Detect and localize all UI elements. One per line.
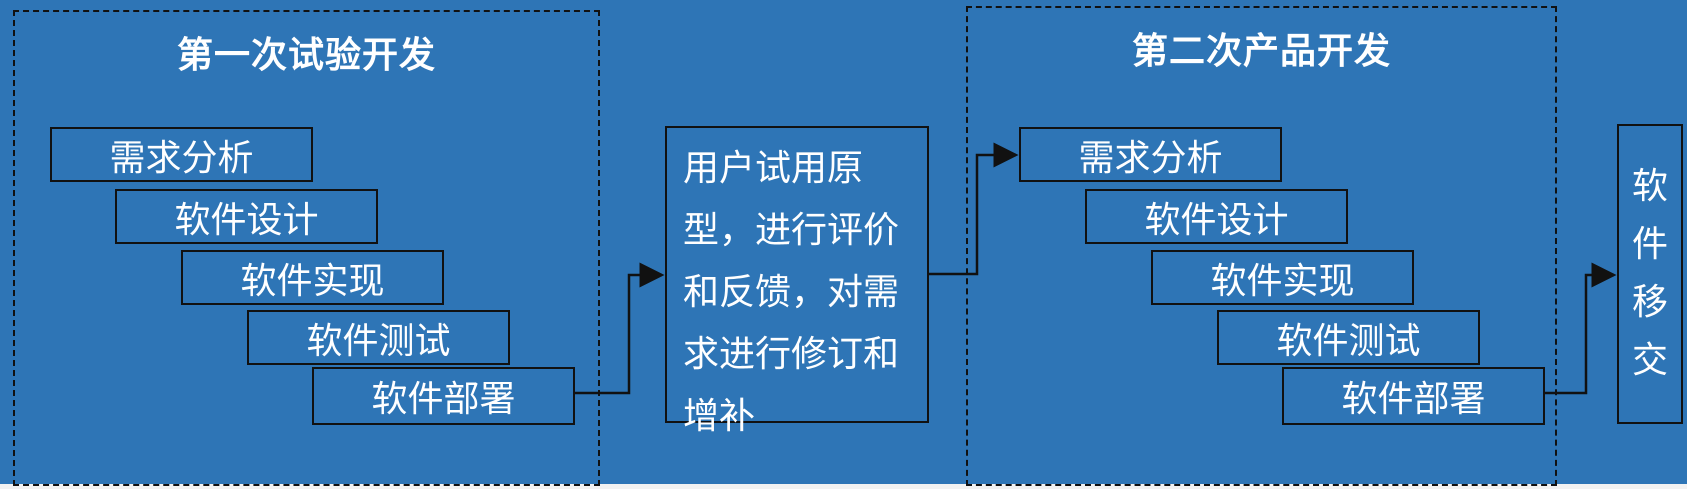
phase-1-step-deployment: 软件部署: [312, 367, 575, 425]
phase-1-step-requirements: 需求分析: [50, 127, 313, 182]
phase-2-title: 第二次产品开发: [1131, 31, 1391, 72]
phase-1-step-implementation: 软件实现: [181, 250, 444, 305]
phase-2-step-deployment: 软件部署: [1282, 367, 1545, 425]
phase-2-group: 第二次产品开发: [966, 6, 1557, 486]
arrow-review-to-phase2: [929, 142, 1019, 276]
phase-1-step-testing: 软件测试: [247, 310, 510, 365]
phase-2-step-requirements: 需求分析: [1019, 127, 1282, 182]
phase-2-step-testing: 软件测试: [1217, 310, 1480, 365]
phase-1-step-design: 软件设计: [115, 189, 378, 244]
software-delivery-box: 软件移交: [1617, 124, 1683, 424]
phase-2-step-design: 软件设计: [1085, 189, 1348, 244]
phase-1-group: 第一次试验开发: [13, 10, 600, 486]
software-delivery-label: 软件移交: [1631, 166, 1668, 381]
user-review-box: 用户试用原型，进行评价和反馈，对需求进行修订和增补: [665, 126, 929, 437]
arrow-phase1-to-review: [575, 262, 665, 395]
phase-1-title: 第一次试验开发: [176, 35, 436, 76]
arrow-phase2-to-delivery: [1545, 262, 1617, 395]
phase-2-step-implementation: 软件实现: [1151, 250, 1414, 305]
